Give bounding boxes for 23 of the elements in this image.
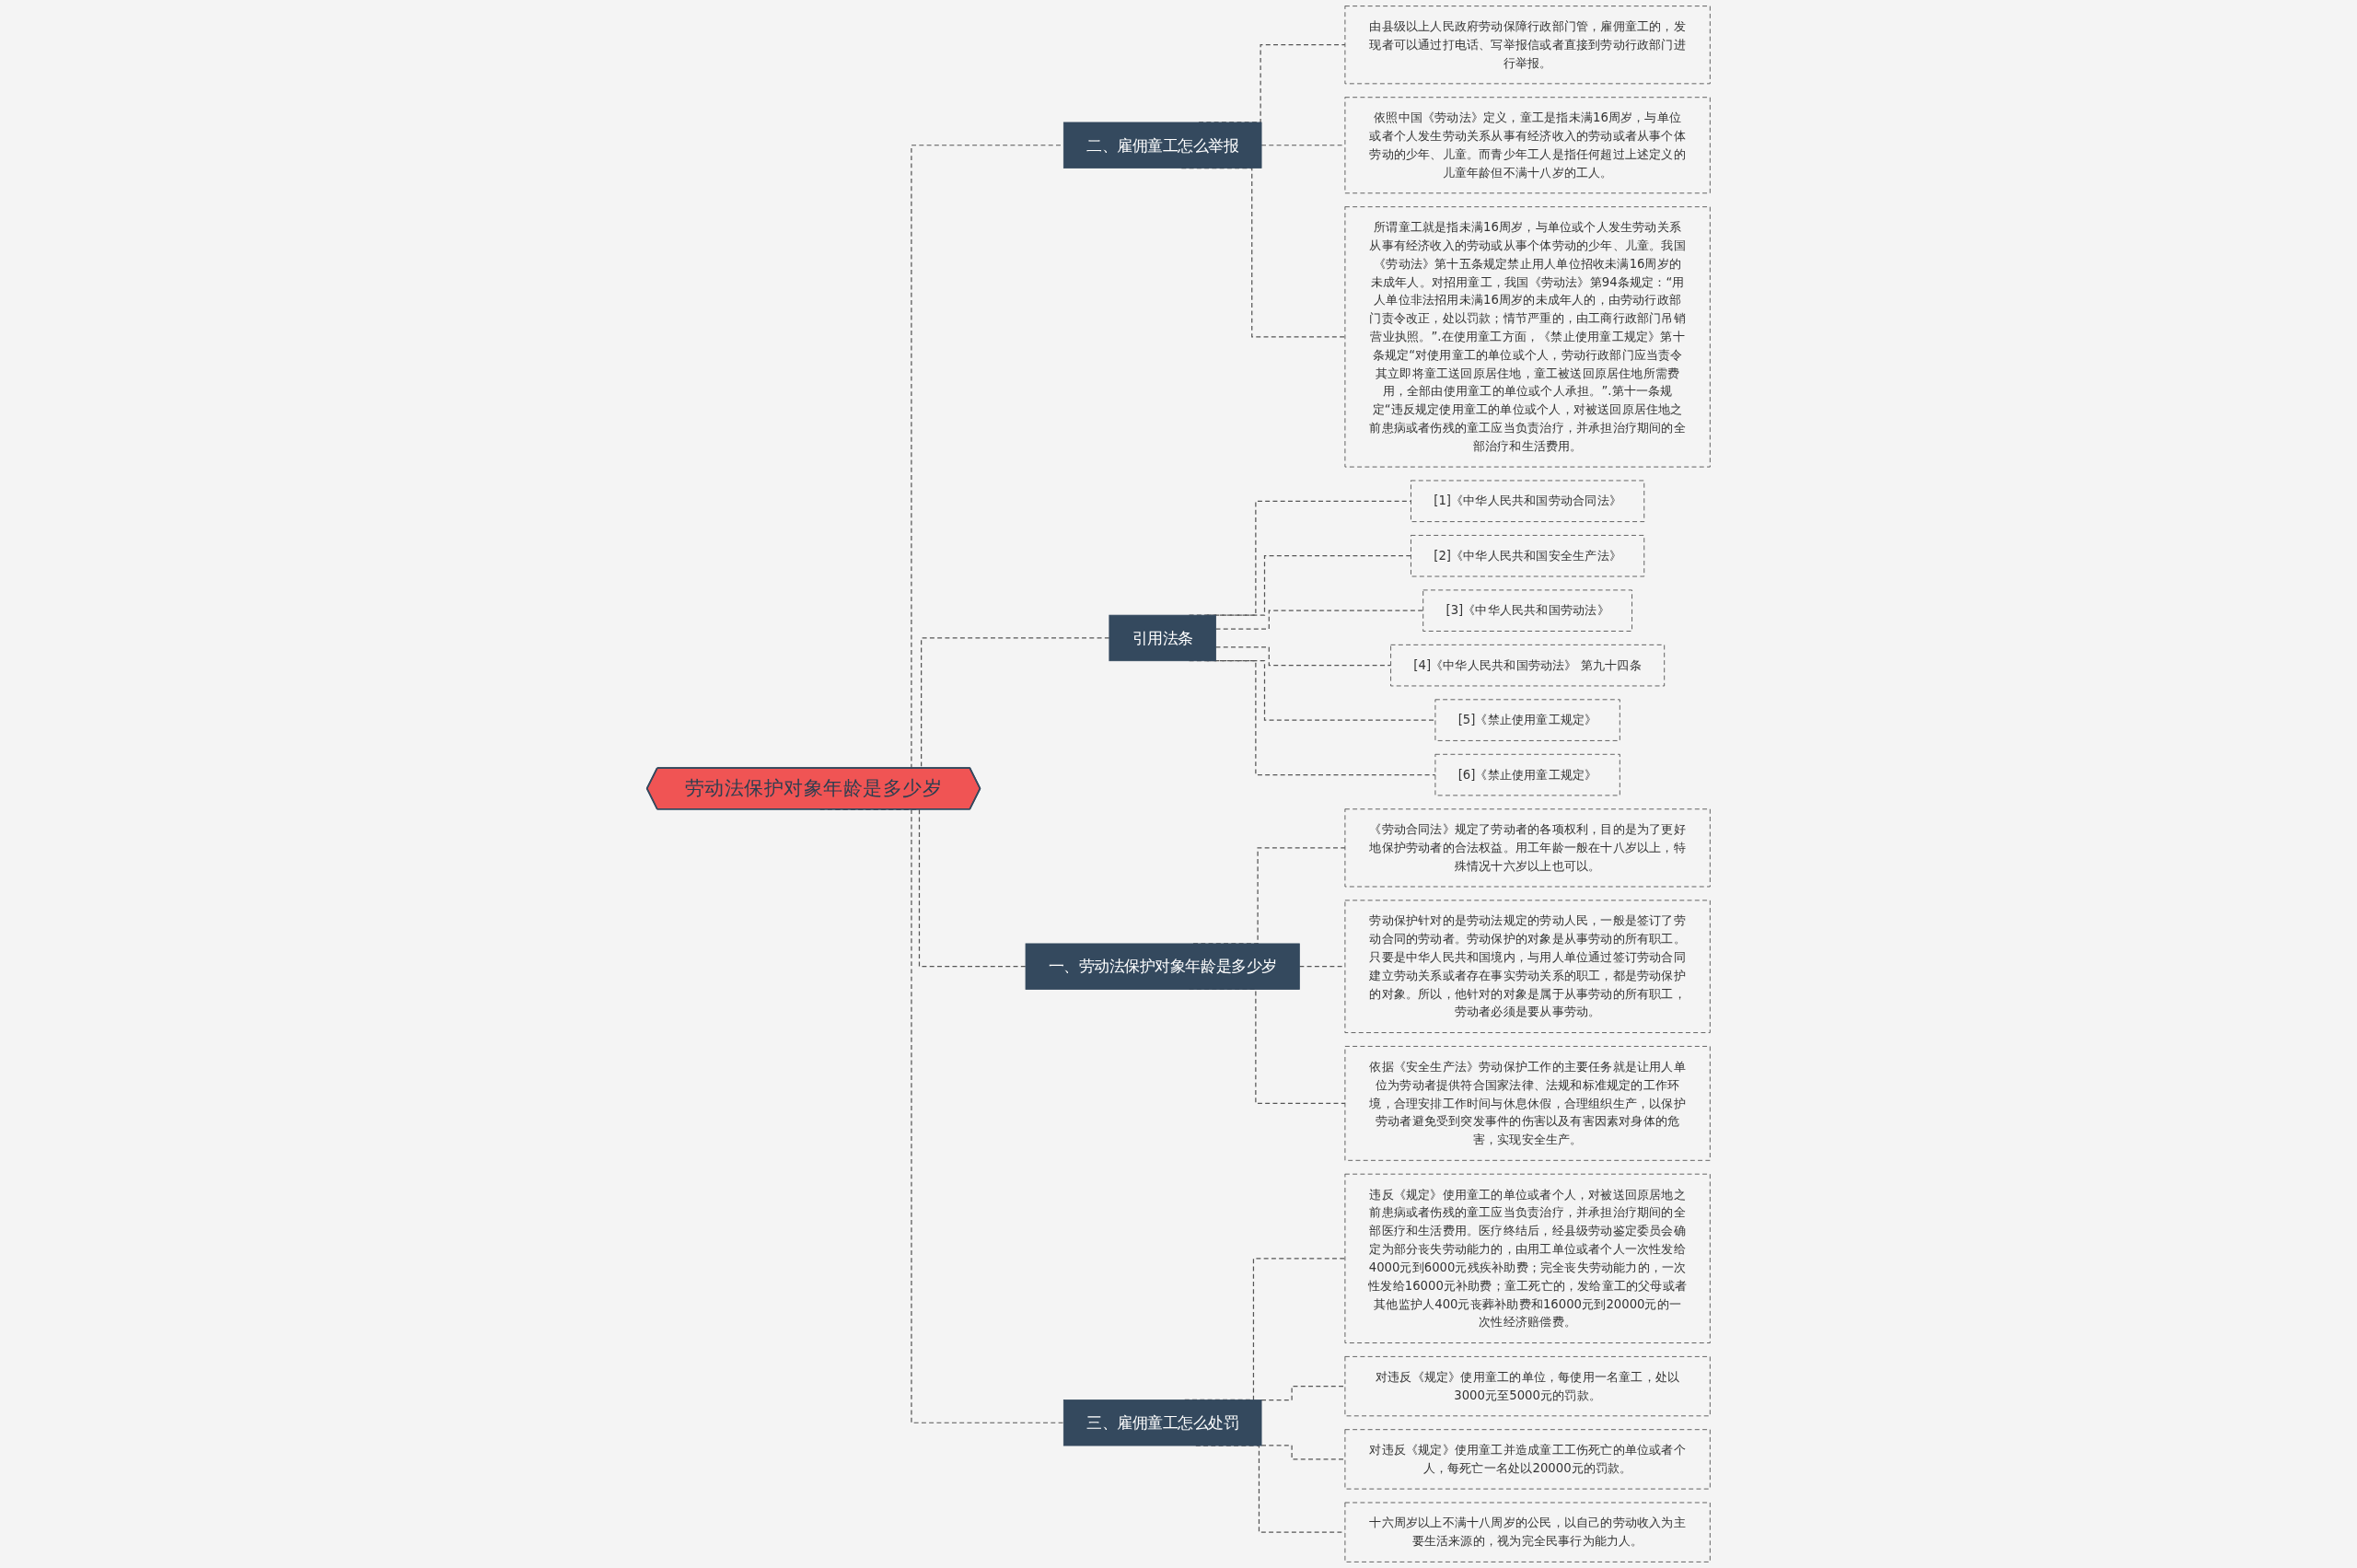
connector [1214,610,1424,630]
node-box: 一、劳动法保护对象年龄是多少岁 [1025,943,1300,990]
node-box: 对违反《规定》使用童工并造成童工工伤死亡的单位或者个人，每死亡一名处以20000元的罚款。 [1344,1429,1711,1490]
node-box: [6]《禁止使用童工规定》 [1434,753,1620,796]
node-box: 所谓童工就是指未满16周岁，与单位或个人发生劳动关系从事有经济收入的劳动或从事个体劳动的少年、儿童。我国《劳动法》第十五条规定禁止用人单位招收未满16周岁的未成年人。对招用童工，我国《劳动法》第94条规定：“用人单位非法招用未满16周岁的未成年人的，由劳动行政部门责令改正，处以罚款；情节严重的，由工商行政部门吊销营业执照。”.在使用童工方面，《禁止使用童工规定》第十条规定“对使用童工的单位或个人，劳动行政部门应当责令其立即将童工送回原居住地，童工被送回原居住地所需费用，全部由使用童工的单位或个人承担。”.第十一条规定“违反规定使用童工的单位或个人，对被送回原居住地之前患病或者伤残的童工应当负责治疗，并承担治疗期间的全部治疗和生活费用。 [1344,206,1711,468]
node-box: [2]《中华人民共和国安全生产法》 [1411,535,1645,577]
node-box: 劳动保护针对的是劳动法规定的劳动人民，一般是签订了劳动合同的劳动者。劳动保护的对象是从事劳动的所有职工。只要是中华人民共和国境内，与用人单位通过签订劳动合同建立劳动关系或者存在事实劳动关系的职工，都是劳动保护的对象。所以，他针对的对象是属于从事劳动的所有职工，劳动者必须是要从事劳动。 [1344,900,1711,1033]
node-box: 引用法条 [1109,614,1216,662]
node-box: 由县级以上人民政府劳动保障行政部门管，雇佣童工的，发现者可以通过打电话、写举报信或者直接到劳动行政部门进行举报。 [1344,6,1711,85]
node-box: 十六周岁以上不满十八周岁的公民，以自己的劳动收入为主要生活来源的，视为完全民事行为能力人。 [1344,1502,1711,1562]
node-box: 对违反《规定》使用童工的单位，每使用一名童工，处以3000元至5000元的罚款。 [1344,1356,1711,1417]
node-box: [1]《中华人民共和国劳动合同法》 [1411,480,1645,522]
connector [1260,1386,1346,1401]
node-box: 《劳动合同法》规定了劳动者的各项权利，目的是为了更好地保护劳动者的合法权益。用工年龄一般在十八岁以上，特殊情况十六岁以上也可以。 [1344,808,1711,888]
node-box: [4]《中华人民共和国劳动法》 第九十四条 [1390,644,1666,687]
node-box: 二、雇佣童工怎么举报 [1062,122,1262,168]
connector [1260,1445,1346,1460]
node-box: [3]《中华人民共和国劳动法》 [1422,589,1632,632]
node-box: 依据《安全生产法》劳动保护工作的主要任务就是让用人单位为劳动者提供符合国家法律、法规和标准规定的工作环境，合理安排工作时间与休息休假，合理组织生产，以保护劳动者避免受到突发事件的伤害以及有害因素对身体的危害，实现安全生产。 [1344,1046,1711,1161]
node-box: 违反《规定》使用童工的单位或者个人，对被送回原居地之前患病或者伤残的童工应当负责治疗，并承担治疗期间的全部医疗和生活费用。医疗终结后，经县级劳动鉴定委员会确定为部分丧失劳动能力的，由用工单位或者个人一次性发给4000元到6000元残疾补助费；完全丧失劳动能力的，一次性发给16000元补助费；童工死亡的，发给童工的父母或者其他监护人400元丧葬补助费和16000元到20000元的一次性经济赔偿费。 [1344,1173,1711,1343]
node-box: [5]《禁止使用童工规定》 [1434,699,1620,741]
node-box: 依照中国《劳动法》定义，童工是指未满16周岁，与单位或者个人发生劳动关系从事有经济收入的劳动或者从事个体劳动的少年、儿童。而青少年工人是指任何超过上述定义的儿童年龄但不满十八岁的工人。 [1344,97,1711,194]
node-box: 三、雇佣童工怎么处罚 [1062,1400,1262,1446]
